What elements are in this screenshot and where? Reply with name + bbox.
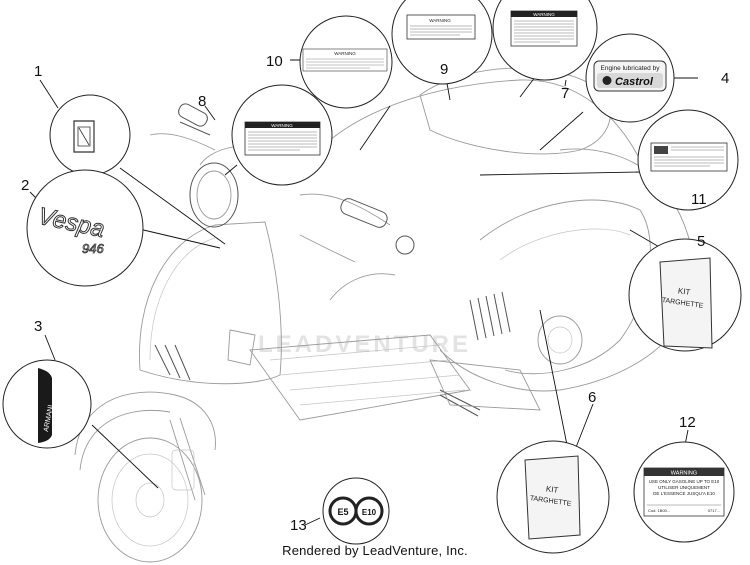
callout-6: 6: [588, 389, 596, 406]
footer-credit: Rendered by LeadVenture, Inc.: [282, 543, 468, 558]
fuel-e5: E5: [337, 507, 348, 517]
castrol-brand: Castrol: [615, 76, 654, 88]
part-11-info-label[interactable]: [637, 109, 739, 211]
callout-1: 1: [34, 63, 42, 80]
part-12-fuel-warning[interactable]: WARNING USE ONLY GASOLINE UP TO E10 UTIL…: [633, 441, 735, 543]
callout-13: 13: [290, 517, 307, 534]
callout-numbers: 1 2 3 4 5 6 7 8 9 10 11 12 13: [21, 53, 729, 534]
part-6-kit-targhette[interactable]: KIT TARGHETTE: [496, 440, 610, 554]
watermark: LEADVENTURE: [258, 331, 471, 358]
callout-2: 2: [21, 177, 29, 194]
callout-10: 10: [266, 53, 283, 70]
fuel-warn-line3: DE L'ESSENCE JUSQU'A E10: [653, 491, 715, 496]
part-7-warning-label[interactable]: WARNING: [492, 0, 598, 81]
part-5-kit-targhette[interactable]: KIT TARGHETTE: [628, 238, 742, 352]
fuel-warn-title: WARNING: [671, 471, 697, 477]
castrol-line1: Engine lubricated by: [601, 65, 661, 72]
warn8-title: WARNING: [271, 123, 293, 128]
part-4-castrol-label[interactable]: Engine lubricated by Castrol: [585, 33, 675, 123]
callout-3: 3: [34, 318, 42, 335]
part-2-vespa-badge[interactable]: Vespa 946: [26, 169, 144, 287]
callout-12: 12: [679, 414, 696, 431]
warn7-title: WARNING: [533, 12, 555, 17]
callout-9: 9: [440, 61, 448, 78]
warn9-title: WARNING: [429, 18, 451, 23]
vespa-model: 946: [82, 241, 104, 256]
callout-11: 11: [691, 191, 707, 208]
callout-5: 5: [697, 233, 705, 250]
callout-8: 8: [198, 93, 206, 110]
part-13-fuel-type[interactable]: E5 E10: [322, 477, 390, 545]
fuel-e10: E10: [362, 508, 377, 517]
fuel-warn-line2: UTILISER UNIQUEMENT: [658, 485, 710, 490]
part-3-armani-strip[interactable]: ARMANI: [2, 359, 92, 449]
callout-7: 7: [561, 85, 569, 102]
kit6-line1: KIT: [545, 484, 559, 495]
callout-4: 4: [721, 70, 729, 87]
fuel-warn-code-left: Cod. 1B00...: [648, 508, 670, 513]
fuel-warn-code-right: 0717...: [708, 508, 720, 513]
warn10-title: WARNING: [334, 51, 356, 56]
kit5-line1: KIT: [677, 286, 691, 297]
part-9-warning-label[interactable]: WARNING: [391, 0, 493, 85]
part-1-emblem[interactable]: [49, 94, 131, 176]
part-8-warning-label[interactable]: WARNING: [231, 84, 333, 186]
armani-text: ARMANI: [43, 404, 55, 432]
fuel-warn-line1: USE ONLY GASOLINE UP TO E10: [649, 479, 720, 484]
leader-lines: [29, 59, 706, 526]
part-10-warning-label[interactable]: WARNING: [299, 15, 393, 109]
